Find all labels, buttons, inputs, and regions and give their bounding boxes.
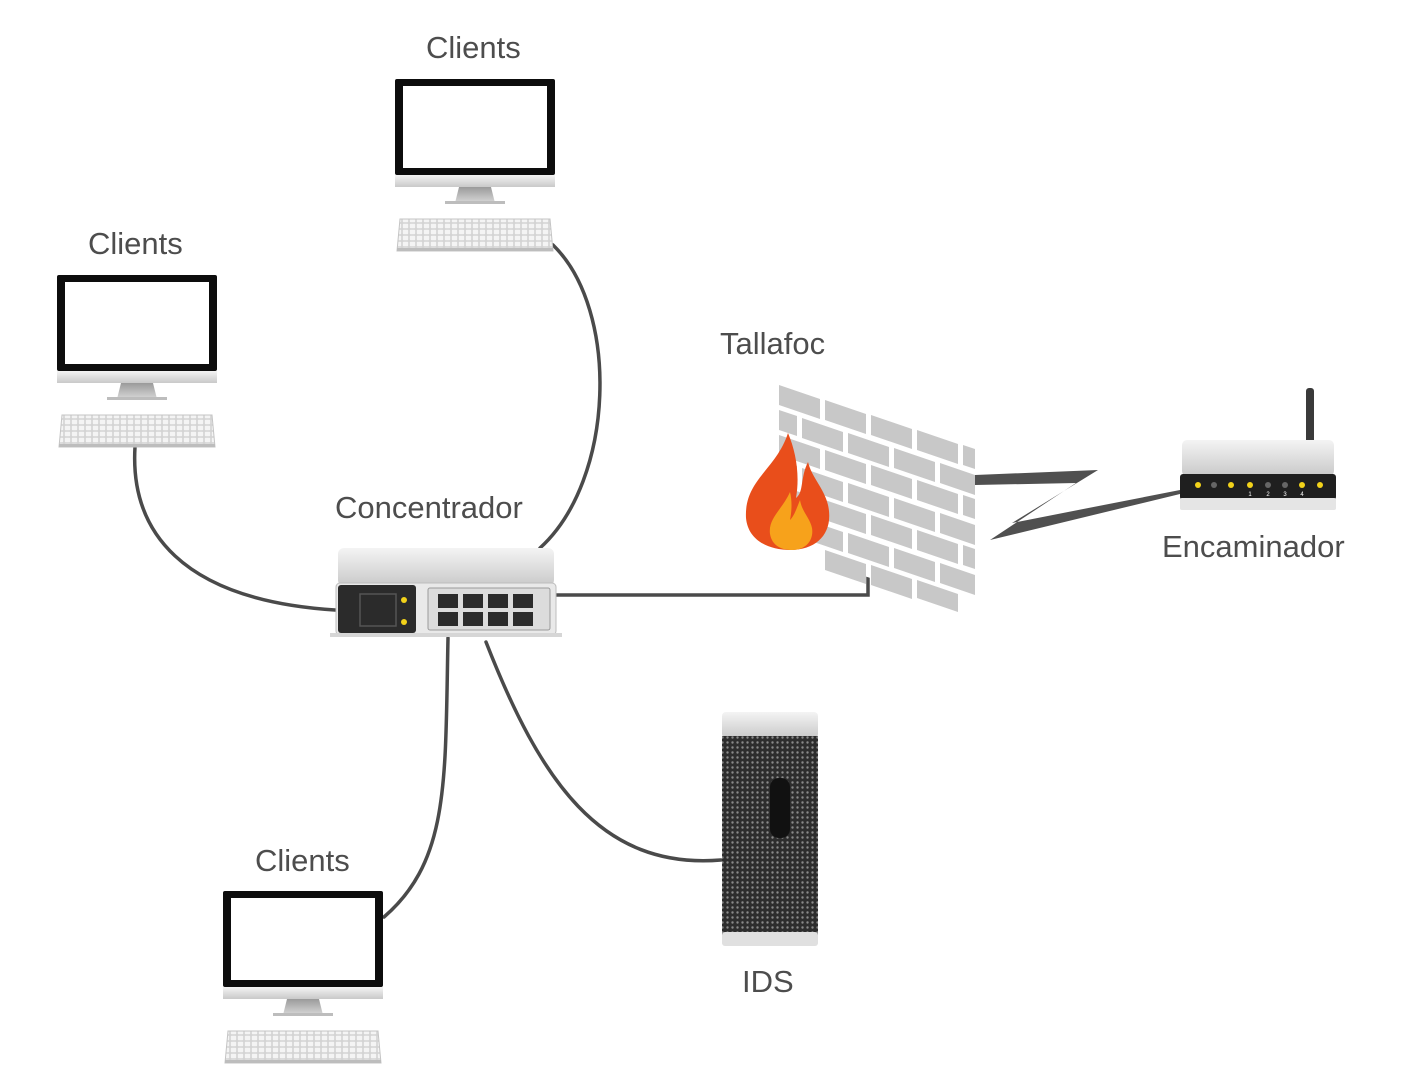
wan-link — [975, 470, 1180, 540]
cable-ids — [484, 640, 723, 863]
label-hub: Concentrador — [335, 490, 523, 525]
router-port-label: 4 — [1300, 492, 1304, 498]
cable-bottom-client — [382, 636, 450, 919]
label-router: Encaminador — [1162, 529, 1345, 564]
router-port-label: 1 — [1248, 492, 1252, 498]
label-firewall: Tallafoc — [720, 326, 826, 361]
router-device: 1 2 3 4 — [1180, 388, 1336, 510]
hub-device — [330, 548, 562, 637]
client-computer-top — [395, 79, 555, 252]
cable-top-client — [538, 243, 602, 550]
label-clients-bottom: Clients — [255, 843, 350, 878]
label-ids: IDS — [742, 964, 794, 999]
client-computer-left — [57, 275, 217, 448]
router-port-label: 3 — [1283, 492, 1287, 498]
label-clients-top: Clients — [426, 30, 521, 65]
cable-links — [132, 243, 977, 919]
ids-server — [722, 712, 818, 946]
label-clients-left: Clients — [88, 226, 183, 261]
cable-left-client — [132, 445, 337, 612]
client-computer-bottom — [223, 891, 383, 1064]
firewall-icon — [745, 385, 975, 612]
router-port-label: 2 — [1266, 492, 1270, 498]
